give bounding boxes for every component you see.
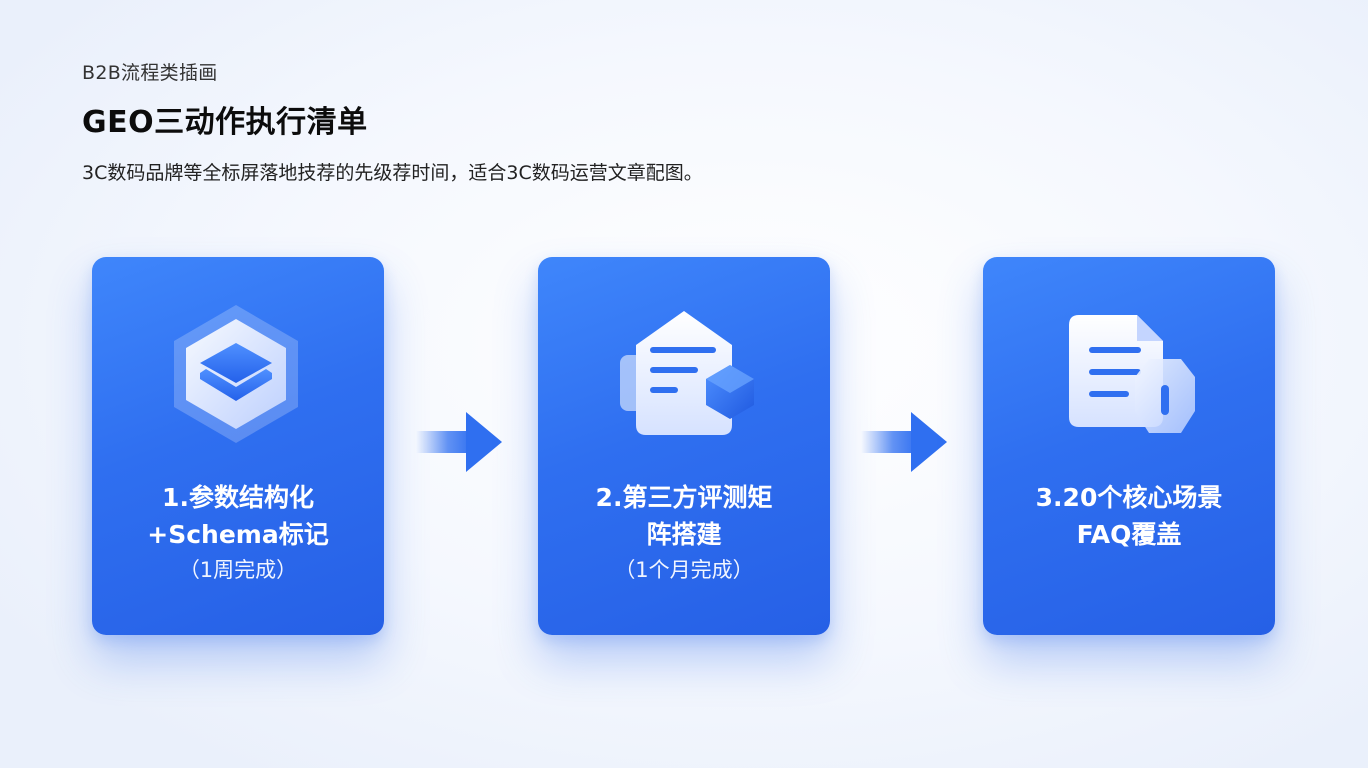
layers-icon [174, 305, 298, 443]
page-subtitle: 3C数码品牌等全标屏落地技荐的先级荐时间，适合3C数码运营文章配图。 [82, 162, 703, 184]
arrow-right-icon [861, 412, 947, 472]
step-card-1: 1.参数结构化 +Schema标记（1周完成） [92, 257, 384, 635]
step-card-2: 2.第三方评测矩 阵搭建（1个月完成） [538, 257, 830, 635]
step-note-2: （1个月完成） [614, 558, 754, 582]
message-cube-icon [620, 311, 754, 435]
step-title-2: 2.第三方评测矩 阵搭建（1个月完成） [552, 479, 816, 587]
category-label: B2B流程类插画 [82, 62, 218, 84]
step-title-3: 3.20个核心场景 FAQ覆盖 [1035, 483, 1223, 549]
step-title-1: 1.参数结构化 +Schema标记（1周完成） [106, 479, 370, 587]
step-card-3: 3.20个核心场景 FAQ覆盖 [983, 257, 1275, 635]
page-title: GEO三动作执行清单 [82, 105, 368, 140]
document-shield-icon [1069, 315, 1195, 433]
arrow-right-icon [416, 412, 502, 472]
step-note-1: （1周完成） [178, 558, 298, 582]
